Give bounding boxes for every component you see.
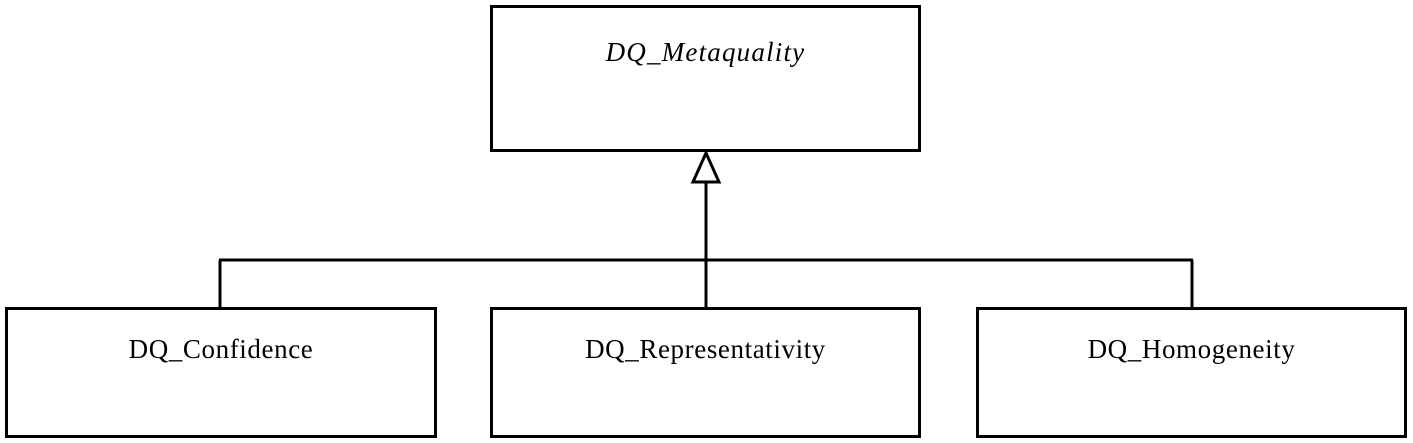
generalization-arrow-icon [690,149,722,184]
class-box-dq-metaquality[interactable]: DQ_Metaquality [490,5,921,152]
class-name-dq-homogeneity: DQ_Homogeneity [1087,334,1296,364]
class-box-dq-confidence[interactable]: DQ_Confidence [5,307,437,438]
class-box-dq-homogeneity[interactable]: DQ_Homogeneity [976,307,1407,438]
class-name-dq-representativity: DQ_Representativity [585,334,826,364]
class-name-dq-metaquality: DQ_Metaquality [605,37,806,67]
class-box-dq-representativity[interactable]: DQ_Representativity [490,307,921,438]
class-name-dq-confidence: DQ_Confidence [128,334,314,364]
